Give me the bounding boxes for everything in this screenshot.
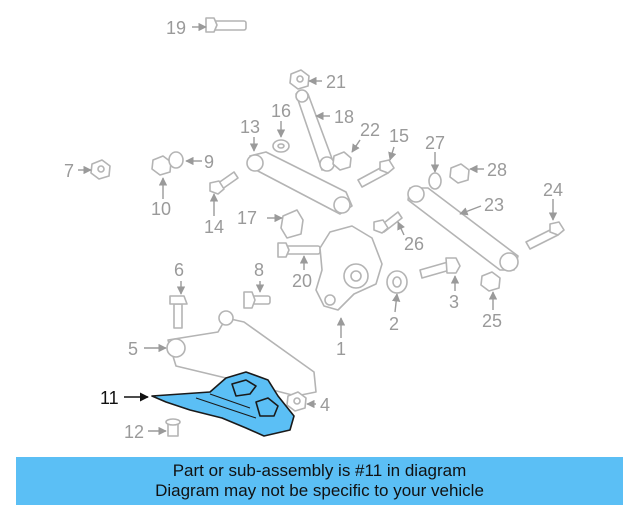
callout-28: 28 bbox=[487, 160, 507, 180]
info-banner: Part or sub-assembly is #11 in diagram D… bbox=[16, 457, 623, 505]
part-19-bolt bbox=[205, 17, 247, 33]
leader-lines bbox=[78, 22, 558, 436]
part-28-nut bbox=[449, 163, 470, 184]
callout-13: 13 bbox=[240, 117, 260, 137]
callout-2: 2 bbox=[389, 314, 399, 334]
callout-16: 16 bbox=[271, 101, 291, 121]
callout-26: 26 bbox=[404, 234, 424, 254]
callout-5: 5 bbox=[128, 339, 138, 359]
callout-labels: 19 21 16 18 13 22 15 27 7 9 28 24 23 10 … bbox=[64, 18, 563, 442]
part-25-nut bbox=[480, 271, 501, 292]
callout-12: 12 bbox=[124, 422, 144, 442]
part-4-nut bbox=[286, 391, 307, 412]
part-26-bolt bbox=[373, 211, 403, 234]
part-27-ring bbox=[428, 172, 442, 190]
part-16-bushing bbox=[272, 139, 290, 153]
part-5-lower-arm bbox=[166, 310, 317, 397]
part-12-clip bbox=[165, 418, 181, 437]
part-8-bolt bbox=[243, 291, 271, 309]
part-21-nut bbox=[289, 69, 310, 90]
callout-19: 19 bbox=[166, 18, 186, 38]
callout-7: 7 bbox=[64, 161, 74, 181]
callout-21: 21 bbox=[326, 72, 346, 92]
callout-3: 3 bbox=[449, 292, 459, 312]
banner-part-line: Part or sub-assembly is #11 in diagram bbox=[172, 461, 467, 480]
parts-diagram: 19 21 16 18 13 22 15 27 7 9 28 24 23 10 … bbox=[64, 17, 565, 442]
callout-17: 17 bbox=[237, 208, 257, 228]
part-23-link bbox=[407, 185, 519, 272]
part-10-nut bbox=[151, 155, 172, 176]
part-24-bolt bbox=[525, 221, 565, 250]
callout-20: 20 bbox=[292, 271, 312, 291]
callout-14: 14 bbox=[204, 217, 224, 237]
banner-disclaimer-line: Diagram may not be specific to your vehi… bbox=[155, 481, 484, 500]
callout-18: 18 bbox=[334, 107, 354, 127]
callout-9: 9 bbox=[204, 152, 214, 172]
callout-23: 23 bbox=[484, 195, 504, 215]
part-20-bolt bbox=[277, 242, 321, 258]
callout-6: 6 bbox=[174, 260, 184, 280]
part-14-bolt bbox=[209, 171, 239, 195]
part-1-knuckle bbox=[315, 225, 383, 311]
callout-11-highlighted: 11 bbox=[100, 388, 119, 408]
callout-10: 10 bbox=[151, 199, 171, 219]
part-15-bolt bbox=[357, 159, 395, 188]
callout-27: 27 bbox=[425, 133, 445, 153]
part-18-link bbox=[295, 89, 335, 172]
part-7-nut bbox=[90, 159, 111, 180]
callout-1: 1 bbox=[336, 339, 346, 359]
callout-25: 25 bbox=[482, 311, 502, 331]
part-9-washer bbox=[168, 151, 184, 169]
part-6-bolt bbox=[169, 295, 188, 329]
part-11-shield-highlighted[interactable] bbox=[151, 371, 295, 437]
part-22-nut bbox=[332, 151, 352, 171]
callout-22: 22 bbox=[360, 120, 380, 140]
callout-24: 24 bbox=[543, 180, 563, 200]
part-17-bushing bbox=[280, 209, 304, 239]
part-13-control-arm bbox=[246, 151, 353, 215]
callout-8: 8 bbox=[254, 260, 264, 280]
part-2-bushing bbox=[386, 270, 408, 294]
part-3-bolt bbox=[419, 257, 461, 279]
callout-4: 4 bbox=[320, 395, 330, 415]
callout-15: 15 bbox=[389, 126, 409, 146]
